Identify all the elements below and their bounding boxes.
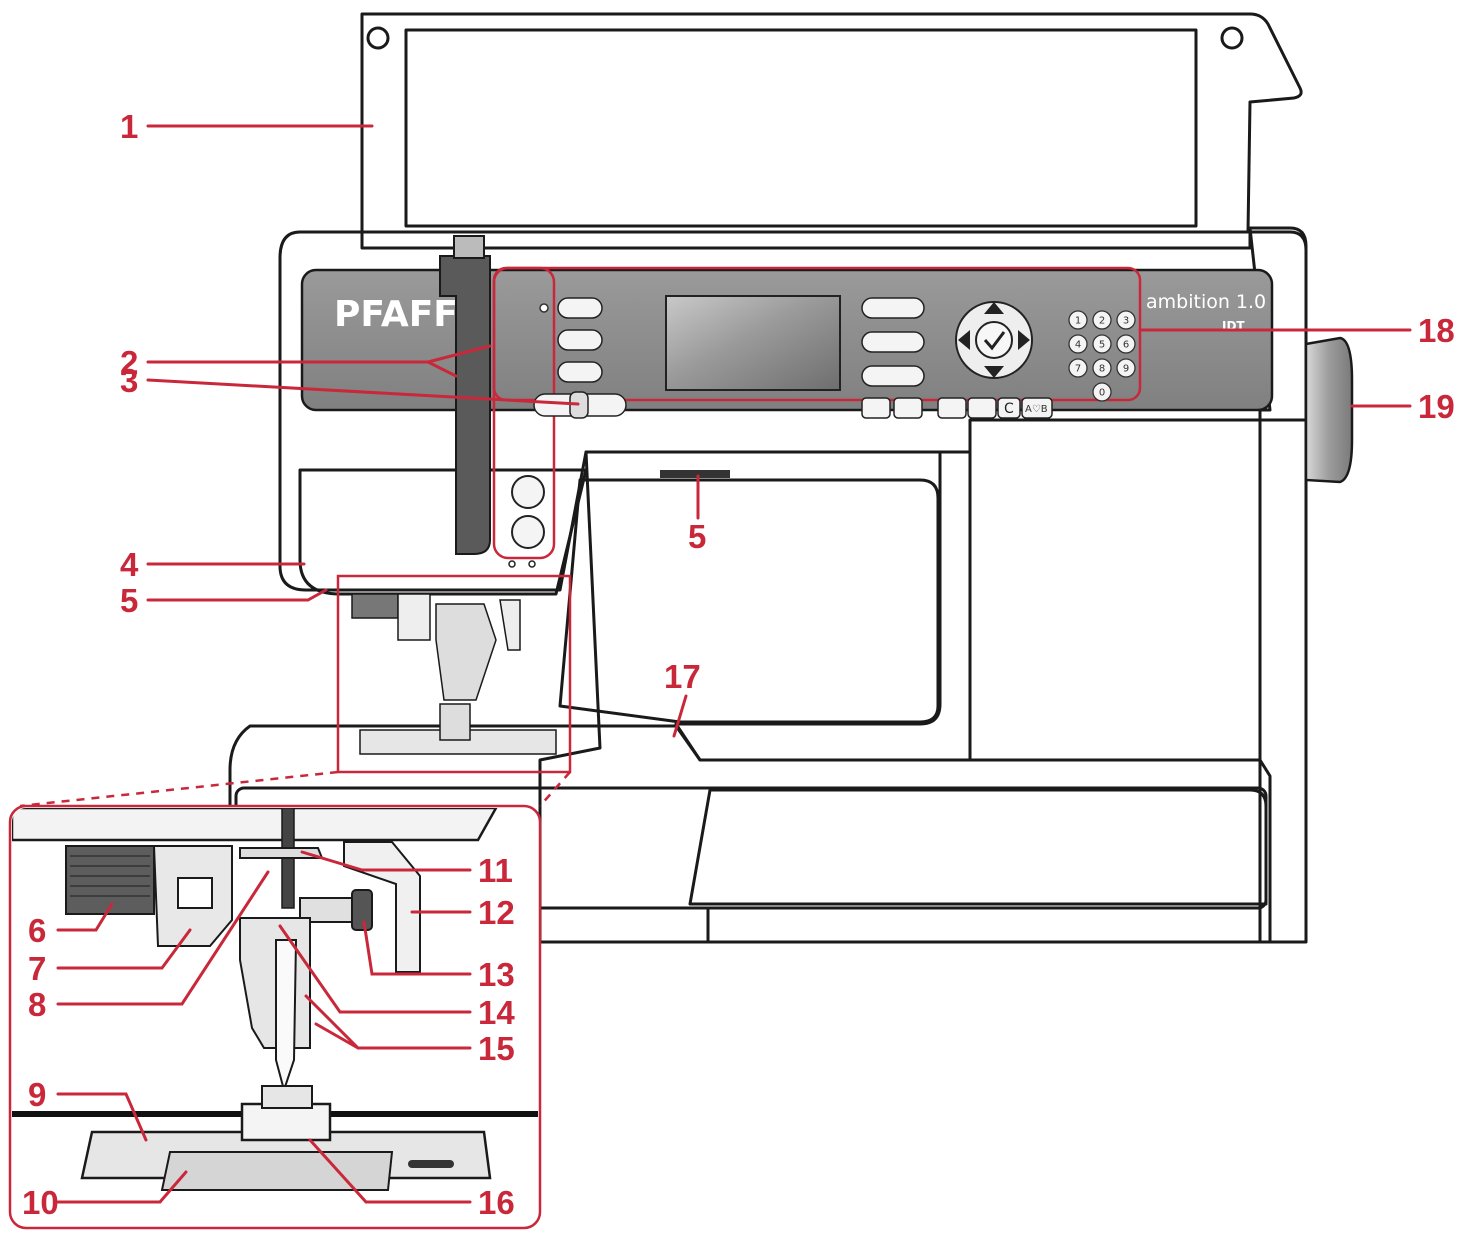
callout-10: 10	[22, 1184, 59, 1221]
start-stop-button[interactable]	[511, 475, 545, 509]
keypad-key[interactable]	[1092, 358, 1112, 378]
thread-cutter-top	[660, 470, 730, 478]
arrow-up-icon[interactable]	[984, 302, 1004, 314]
stitch-length-button[interactable]	[861, 331, 925, 353]
clear-button[interactable]	[997, 397, 1021, 419]
model-name: ambition 1.0	[1146, 291, 1266, 313]
keypad-key[interactable]	[1092, 310, 1112, 330]
callout-18: 18	[1418, 312, 1455, 349]
callout-2: 2	[120, 344, 138, 381]
callout-12: 12	[478, 894, 515, 931]
check-icon	[983, 331, 1006, 351]
keypad-key[interactable]	[1116, 358, 1136, 378]
keypad-key-label: 1	[1075, 316, 1081, 327]
arrow-right-icon[interactable]	[1018, 330, 1030, 350]
save-button[interactable]	[937, 397, 967, 419]
arrow-navigation	[955, 301, 1033, 379]
keypad-key-label: 2	[1099, 316, 1105, 327]
keypad-key-label: 8	[1099, 364, 1105, 375]
callout-14: 14	[478, 994, 515, 1031]
keypad-key-label: 5	[1099, 340, 1105, 351]
callout-9: 9	[28, 1076, 46, 1113]
callout-7: 7	[28, 950, 46, 987]
leader-lines	[56, 124, 1412, 1204]
callout-4: 4	[120, 546, 139, 583]
keypad-key-label: 7	[1075, 364, 1081, 375]
keypad-key-label: 0	[1099, 388, 1105, 399]
callout-1: 1	[120, 108, 138, 145]
presser-foot-up-button[interactable]	[511, 515, 545, 549]
needle-stop-button[interactable]	[557, 297, 603, 319]
keypad-key[interactable]	[1092, 334, 1112, 354]
callout-3: 3	[120, 362, 138, 399]
graphic-display	[665, 295, 841, 391]
keypad-key[interactable]	[1068, 334, 1088, 354]
hand-wheel[interactable]	[1304, 336, 1354, 484]
function-buttons	[508, 297, 627, 568]
mirror-end-button[interactable]	[893, 397, 923, 419]
arrow-down-icon[interactable]	[984, 366, 1004, 378]
mirror-side-button[interactable]	[861, 397, 891, 419]
brand-logo: PFAFF	[334, 294, 458, 335]
stitch-width-button[interactable]	[861, 297, 925, 319]
numeric-keypad: 1 2 3 4 5 6 7 8 9 0	[1068, 310, 1136, 402]
keypad-key-label: 9	[1123, 364, 1129, 375]
callout-13: 13	[478, 956, 515, 993]
keypad-key[interactable]	[1068, 358, 1088, 378]
callout-15: 15	[478, 1030, 515, 1067]
adjust-buttons: C A♡B	[861, 297, 1053, 419]
zoom-connector-right	[539, 771, 571, 807]
reverse-button[interactable]	[557, 361, 603, 383]
thread-tension-button[interactable]	[861, 365, 925, 387]
keypad-key[interactable]	[1068, 310, 1088, 330]
callout-11: 11	[478, 852, 513, 889]
callout-17: 17	[664, 658, 701, 695]
callout-5-top: 5	[688, 518, 706, 555]
keypad-key[interactable]	[1092, 382, 1112, 402]
callout-8: 8	[28, 986, 46, 1023]
ab-button[interactable]	[1021, 397, 1053, 419]
callout-numbers: 1 2 3 4 5 5 17 18 19 6 7 8 9 10 11 12 13…	[22, 108, 1455, 1221]
thread-take-up-lever	[439, 235, 491, 555]
keypad-key-label: 4	[1075, 340, 1081, 351]
keypad-key-label: 6	[1123, 340, 1129, 351]
keypad-key[interactable]	[1116, 310, 1136, 330]
keypad-key-label: 3	[1123, 316, 1129, 327]
clear-button-label: C	[1004, 401, 1014, 417]
callout-16: 16	[478, 1184, 515, 1221]
needle-area-small	[351, 593, 557, 755]
callout-19: 19	[1418, 388, 1455, 425]
ab-button-label: A♡B	[1025, 404, 1048, 415]
load-button[interactable]	[967, 397, 997, 419]
ok-button[interactable]	[975, 321, 1013, 359]
needle-area-highlight	[336, 574, 572, 774]
keypad-key[interactable]	[1116, 334, 1136, 354]
callout-5-left: 5	[120, 582, 138, 619]
lid	[360, 12, 1303, 234]
callout-6: 6	[28, 912, 46, 949]
zoom-inset	[8, 804, 542, 1230]
tie-off-button[interactable]	[557, 329, 603, 351]
arrow-left-icon[interactable]	[958, 330, 970, 350]
